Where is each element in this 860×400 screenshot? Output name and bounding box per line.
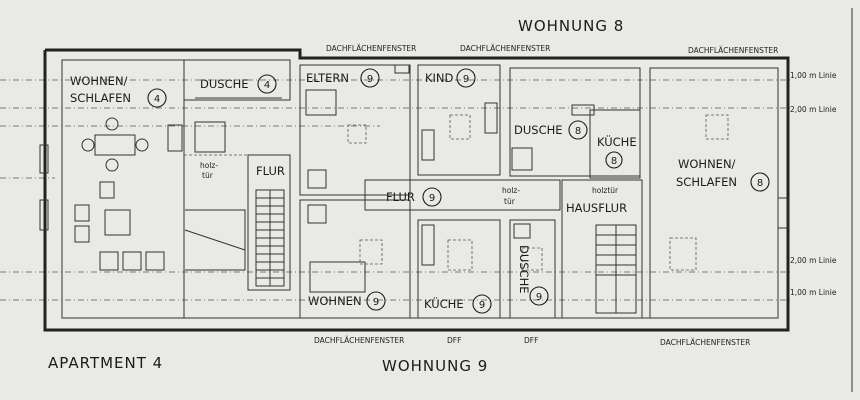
roof-window-top-mid: DACHFLÄCHENFENSTER [460, 44, 550, 53]
room-wohnen-schlafen-4-line2: SCHLAFEN [70, 91, 131, 105]
room-wohnen-9: WOHNEN [308, 294, 362, 308]
room-number-wohnen-9: 9 [373, 297, 379, 308]
height-lines [0, 79, 790, 301]
room-eltern: ELTERN [306, 71, 349, 85]
room-wohnen-schlafen-4-line1: WOHNEN/ [70, 74, 128, 88]
room-number-flur-9: 9 [429, 193, 435, 204]
title-apartment-4: APARTMENT 4 [48, 354, 163, 372]
room-kueche-8: KÜCHE [597, 133, 637, 149]
room-hausflur: HAUSFLUR [566, 201, 627, 215]
wohnung-8 [394, 64, 779, 319]
height-label-top-2: 2,00 m Linie [790, 105, 837, 114]
room-number-wohnen-schlafen-4: 4 [154, 94, 160, 105]
height-label-bottom-2: 2,00 m Linie [790, 256, 837, 265]
apartment-4 [61, 59, 291, 319]
room-number-kueche-9: 9 [479, 300, 485, 311]
stairs-left [255, 189, 285, 287]
roof-window-top-right: DACHFLÄCHENFENSTER [688, 46, 778, 55]
room-flur-9: FLUR [386, 190, 415, 204]
room-kueche-9: KÜCHE [424, 295, 464, 311]
roof-window-bottom-left: DACHFLÄCHENFENSTER [314, 336, 404, 345]
stairs-right [595, 224, 637, 314]
room-number-wohnen-schlafen-8: 8 [757, 178, 763, 189]
label-holztuer-mid-1: holz- [502, 186, 520, 195]
label-holztuer-left-1: holz- [200, 161, 218, 170]
height-label-top-1: 1,00 m Linie [790, 71, 837, 80]
label-holztuer-left-2: tür [202, 171, 214, 180]
wohnung-9 [299, 64, 561, 319]
room-number-kind: 9 [463, 74, 469, 85]
roof-window-bottom-right: DACHFLÄCHENFENSTER [660, 338, 750, 347]
label-holztuer-mid-2: tür [504, 197, 516, 206]
room-number-eltern: 9 [367, 74, 373, 85]
label-holztuer-right: holztür [592, 186, 619, 195]
room-kind: KIND [425, 71, 454, 85]
title-wohnung-9: WOHNUNG 9 [382, 357, 488, 375]
room-dusche-4: DUSCHE [200, 77, 249, 91]
room-number-dusche-4: 4 [264, 80, 270, 91]
room-flur-left: FLUR [256, 164, 285, 178]
room-number-dusche-9: 9 [536, 292, 542, 303]
room-dusche-9: DUSCHE [517, 245, 531, 294]
roof-window-bottom-dff1: DFF [447, 336, 461, 345]
room-dusche-8: DUSCHE [514, 123, 563, 137]
room-wohnen-schlafen-8-line2: SCHLAFEN [676, 175, 737, 189]
furniture-a4 [74, 117, 165, 271]
title-wohnung-8: WOHNUNG 8 [518, 17, 624, 35]
room-wohnen-schlafen-8-line1: WOHNEN/ [678, 157, 736, 171]
room-number-kueche-8: 8 [611, 156, 617, 167]
roof-window-top-left: DACHFLÄCHENFENSTER [326, 44, 416, 53]
room-number-dusche-8: 8 [575, 126, 581, 137]
roof-window-bottom-dff2: DFF [524, 336, 538, 345]
height-label-bottom-1: 1,00 m Linie [790, 288, 837, 297]
